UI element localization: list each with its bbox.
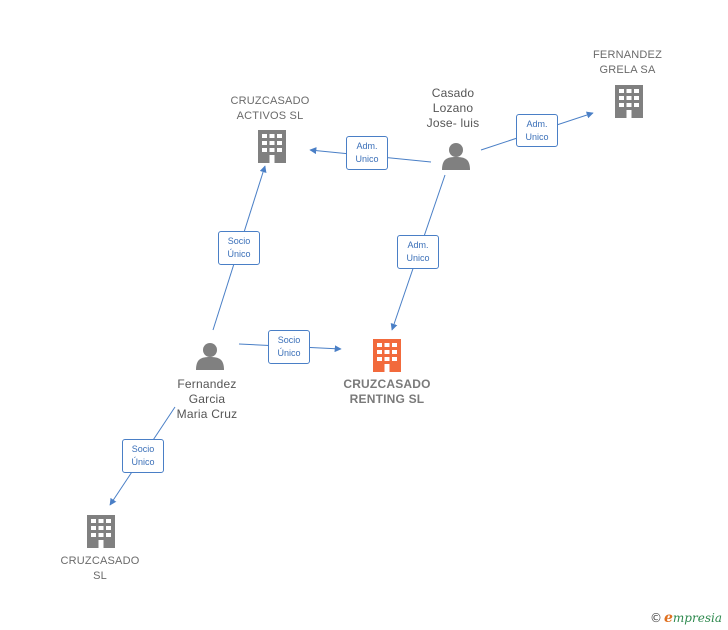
person-label-fernandez-garcia[interactable]: Fernandez Garcia Maria Cruz (176, 377, 238, 421)
edge-badge-casado-activos: Adm.Unico (346, 136, 388, 170)
building-icon-center (373, 339, 401, 372)
company-label-cruzcasado-activos[interactable]: CRUZCASADO ACTIVOS SL (230, 95, 310, 122)
building-icon (87, 515, 115, 548)
person-icon (442, 143, 470, 170)
company-label-cruzcasado-renting[interactable]: CRUZCASADO RENTING SL (343, 377, 431, 406)
person-icon (196, 343, 224, 370)
building-icon (615, 85, 643, 118)
company-label-cruzcasado-sl[interactable]: CRUZCASADO SL (60, 555, 140, 582)
person-label-casado-lozano[interactable]: Casado Lozano Jose- luis (426, 86, 480, 130)
empresia-logo[interactable]: ©empresia (650, 610, 722, 626)
edge-badge-casado-grela: Adm.Unico (516, 114, 558, 147)
edge-badge-casado-renting: Adm.Unico (397, 235, 439, 269)
company-label-fernandez-grela[interactable]: FERNANDEZ GRELA SA (592, 49, 663, 76)
copyright-icon: © (650, 611, 662, 625)
building-icon (258, 130, 286, 163)
